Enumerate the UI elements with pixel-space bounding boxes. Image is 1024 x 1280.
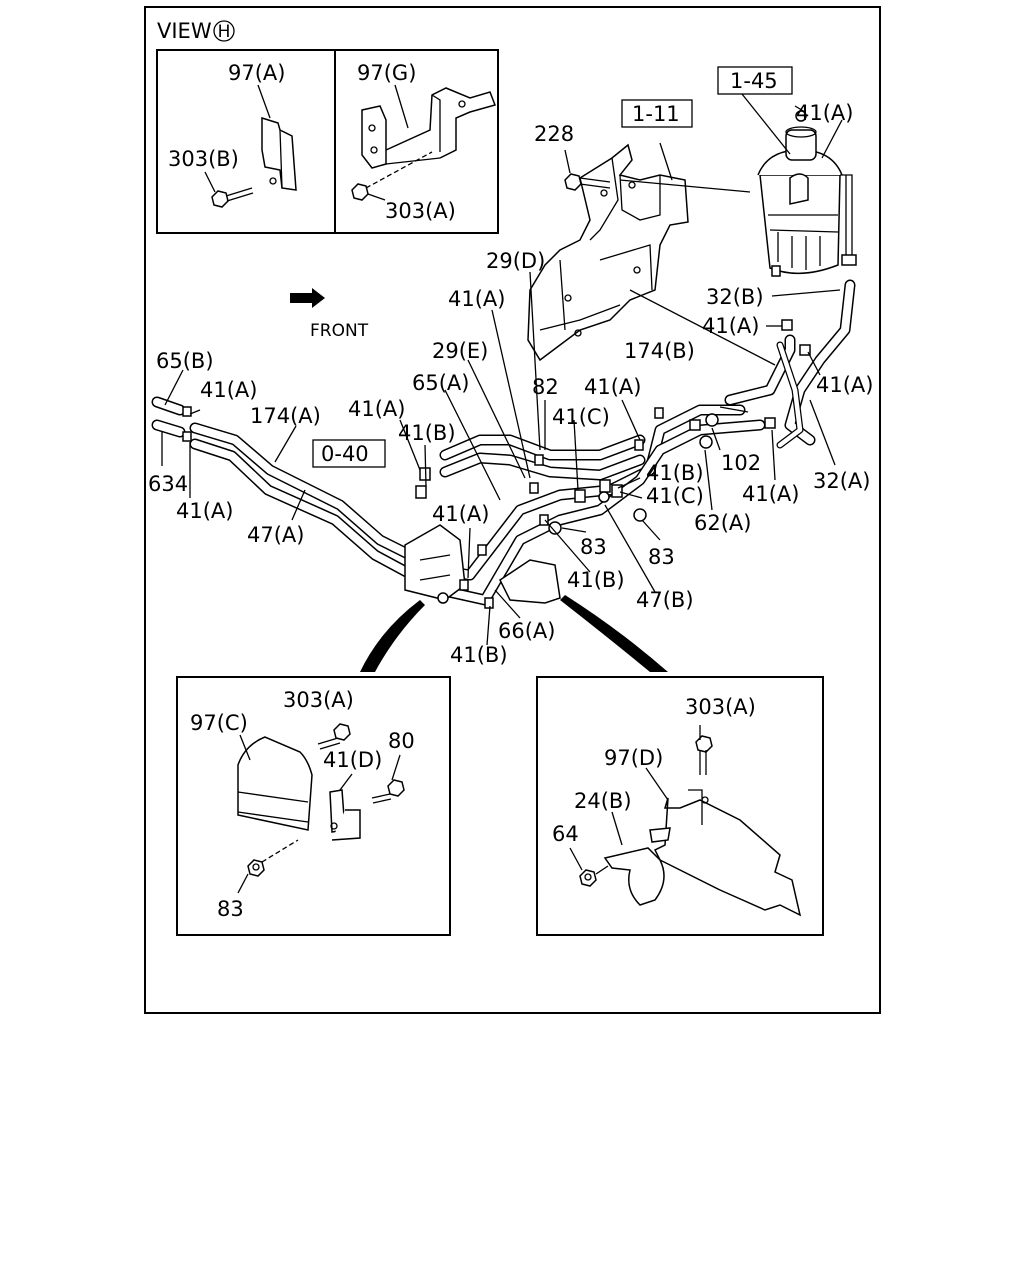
label-80: 80 (388, 729, 415, 753)
label-97a: 97(A) (228, 61, 285, 85)
filter-bracket (527, 143, 689, 362)
label-303a-br: 303(A) (685, 695, 756, 719)
label-41c-2: 41(C) (646, 484, 704, 508)
label-303a-bl: 303(A) (283, 688, 354, 712)
label-41a-m1: 41(A) (448, 287, 505, 311)
label-174a: 174(A) (250, 404, 321, 428)
fuel-filter (757, 110, 857, 277)
label-47a: 47(A) (247, 523, 304, 547)
view-circle (213, 20, 235, 42)
front-shield-97c (404, 524, 466, 604)
view-label: VIEW (157, 19, 212, 43)
label-41d: 41(D) (323, 748, 382, 772)
detail-box-left (176, 676, 451, 936)
ref-box-1-45 (717, 66, 793, 95)
label-97c: 97(C) (190, 711, 248, 735)
label-82: 82 (532, 375, 559, 399)
callout-wedge-right (560, 595, 668, 672)
label-41a-c2: 41(A) (432, 502, 489, 526)
bracket-97a (261, 116, 297, 191)
label-41b-c: 41(B) (646, 461, 704, 485)
view-letter: H (218, 22, 231, 42)
bracket-97g (361, 87, 496, 169)
bolt-303b (211, 187, 254, 208)
ref-1-11: 1-11 (632, 102, 680, 126)
bolt-303a-top (351, 151, 433, 201)
label-41a-filter: 41(A) (796, 101, 853, 125)
label-24b: 24(B) (574, 789, 632, 813)
label-102: 102 (721, 451, 761, 475)
label-41a-m3: 41(A) (584, 375, 641, 399)
detail-box-right (536, 676, 824, 936)
label-41a-l3: 41(A) (176, 499, 233, 523)
label-303b: 303(B) (168, 147, 239, 171)
callout-wedge-left (360, 600, 425, 672)
bolt-228 (564, 173, 611, 191)
label-65a: 65(A) (412, 371, 469, 395)
label-303a-top: 303(A) (385, 199, 456, 223)
label-32b: 32(B) (706, 285, 764, 309)
ref-1-45: 1-45 (730, 69, 778, 93)
label-64: 64 (552, 822, 579, 846)
inset-view-h (156, 49, 499, 234)
label-41a-l1: 41(A) (200, 378, 257, 402)
ref-0-40: 0-40 (321, 442, 369, 466)
label-41c-1: 41(C) (552, 405, 610, 429)
label-228: 228 (534, 122, 574, 146)
ref-box-0-40 (312, 439, 386, 468)
label-83-bl: 83 (217, 897, 244, 921)
nuts-and-bolts (548, 406, 749, 535)
front-arrow-icon (290, 288, 325, 308)
label-174b: 174(B) (624, 339, 695, 363)
label-634: 634 (148, 472, 188, 496)
label-66a: 66(A) (498, 619, 555, 643)
label-41a-l2: 41(A) (348, 397, 405, 421)
pipe-clips (182, 319, 811, 609)
label-65b: 65(B) (156, 349, 214, 373)
label-41b-c2: 41(B) (567, 568, 625, 592)
front-label: FRONT (310, 321, 369, 341)
label-62a: 62(A) (694, 511, 751, 535)
label-29d: 29(D) (486, 249, 545, 273)
label-41a-m2: 41(A) (702, 314, 759, 338)
label-97g: 97(G) (357, 61, 416, 85)
label-32a: 32(A) (813, 469, 870, 493)
label-47b: 47(B) (636, 588, 694, 612)
ref-box-1-11 (621, 99, 693, 128)
leader-lines (161, 271, 841, 646)
label-41a-right: 41(A) (816, 373, 873, 397)
heat-shield-97d (499, 559, 561, 604)
label-29e: 29(E) (432, 339, 488, 363)
label-97d: 97(D) (604, 746, 663, 770)
label-41b-l: 41(B) (398, 421, 456, 445)
label-41a-r2: 41(A) (742, 482, 799, 506)
label-83-2: 83 (648, 545, 675, 569)
diagram-frame (144, 6, 881, 1014)
label-41b-b: 41(B) (450, 643, 508, 667)
label-83-1: 83 (580, 535, 607, 559)
